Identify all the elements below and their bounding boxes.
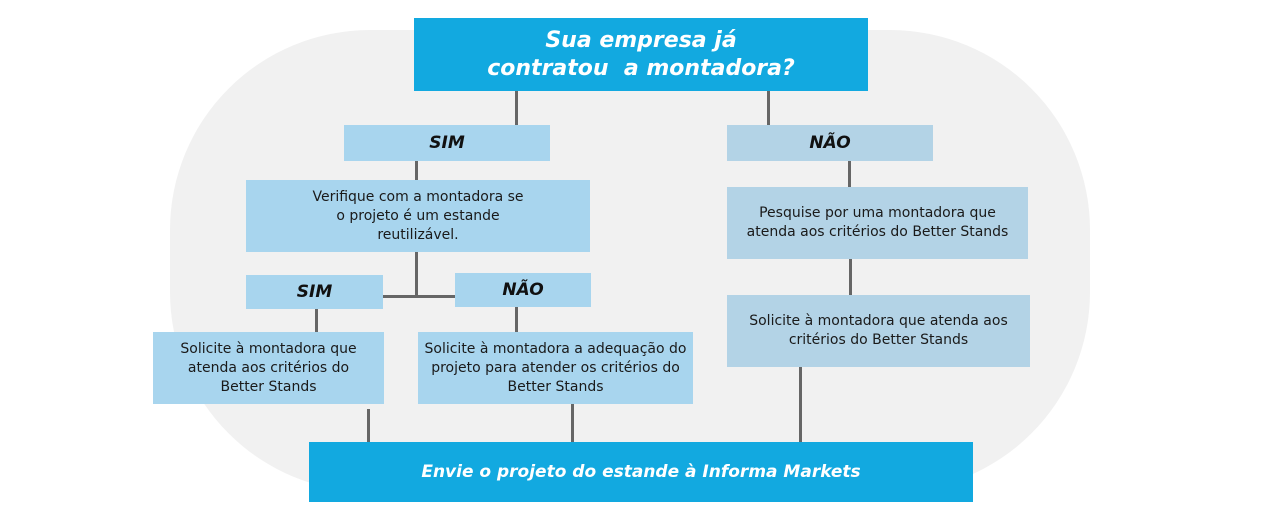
- final-box: Envie o projeto do estande à Informa Mar…: [309, 442, 973, 502]
- connector-mid-action-to-final: [571, 404, 574, 442]
- search-box: Pesquise por uma montadora que atenda ao…: [727, 187, 1028, 259]
- connector-verify-down: [415, 252, 418, 297]
- sub-nao-box: NÃO: [455, 273, 591, 307]
- sub-sim-action-box: Solicite à montadora que atenda aos crit…: [153, 332, 384, 404]
- request-text: Solicite à montadora que atenda aos crit…: [749, 313, 1008, 348]
- connector-question-to-nao: [767, 91, 770, 125]
- sub-nao-action-text: Solicite à montadora a adequação do proj…: [424, 340, 687, 395]
- connector-search-to-request: [849, 259, 852, 295]
- verify-box: Verifique com a montadora se o projeto é…: [246, 180, 590, 252]
- connector-sub-nao-to-action: [515, 307, 518, 332]
- connector-nao-to-search: [848, 161, 851, 187]
- question-line-2: contratou a montadora?: [487, 55, 795, 81]
- connector-sim-to-verify: [415, 161, 418, 180]
- question-line-1: Sua empresa já: [545, 27, 737, 53]
- connector-right-action-to-final: [799, 367, 802, 442]
- question-box: Sua empresa já contratou a montadora?: [414, 18, 868, 91]
- sim-label: SIM: [429, 133, 465, 153]
- request-box: Solicite à montadora que atenda aos crit…: [727, 295, 1030, 367]
- sub-nao-action-box: Solicite à montadora a adequação do proj…: [418, 332, 693, 404]
- sub-sim-box: SIM: [246, 275, 383, 309]
- connector-verify-split: [383, 295, 455, 298]
- verify-text: Verifique com a montadora se o projeto é…: [312, 188, 524, 243]
- sub-sim-action-text: Solicite à montadora que atenda aos crit…: [180, 340, 357, 395]
- sim-box: SIM: [344, 125, 550, 161]
- connector-question-to-sim: [515, 91, 518, 125]
- final-text: Envie o projeto do estande à Informa Mar…: [421, 462, 861, 482]
- background-blob: [170, 30, 1090, 492]
- sub-nao-label: NÃO: [502, 280, 544, 300]
- nao-box: NÃO: [727, 125, 933, 161]
- connector-left-action-to-final: [367, 409, 370, 442]
- sub-sim-label: SIM: [296, 282, 333, 302]
- nao-label: NÃO: [809, 133, 851, 153]
- connector-sub-sim-to-action: [315, 309, 318, 332]
- search-text: Pesquise por uma montadora que atenda ao…: [746, 205, 1009, 240]
